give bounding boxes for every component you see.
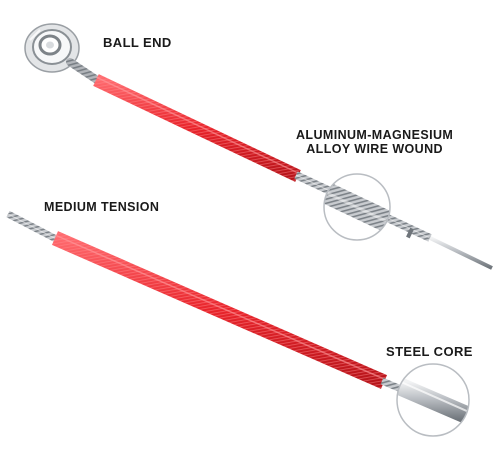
ball-end xyxy=(24,23,80,73)
label-medium-tension: MEDIUM TENSION xyxy=(44,200,160,214)
lower-string xyxy=(6,210,470,437)
zoom-circle-steel-core xyxy=(396,363,470,437)
label-alloy-line1: ALUMINUM-MAGNESIUM xyxy=(296,128,454,142)
red-wrap-upper xyxy=(93,74,301,182)
label-steel-core: STEEL CORE xyxy=(386,344,473,359)
red-wrap-lower xyxy=(51,231,388,389)
label-alloy-wire: ALUMINUM-MAGNESIUM ALLOY WIRE WOUND xyxy=(296,128,453,156)
label-ball-end: BALL END xyxy=(103,35,172,50)
upper-string xyxy=(24,23,493,270)
label-alloy-line2: ALLOY WIRE WOUND xyxy=(306,142,443,156)
